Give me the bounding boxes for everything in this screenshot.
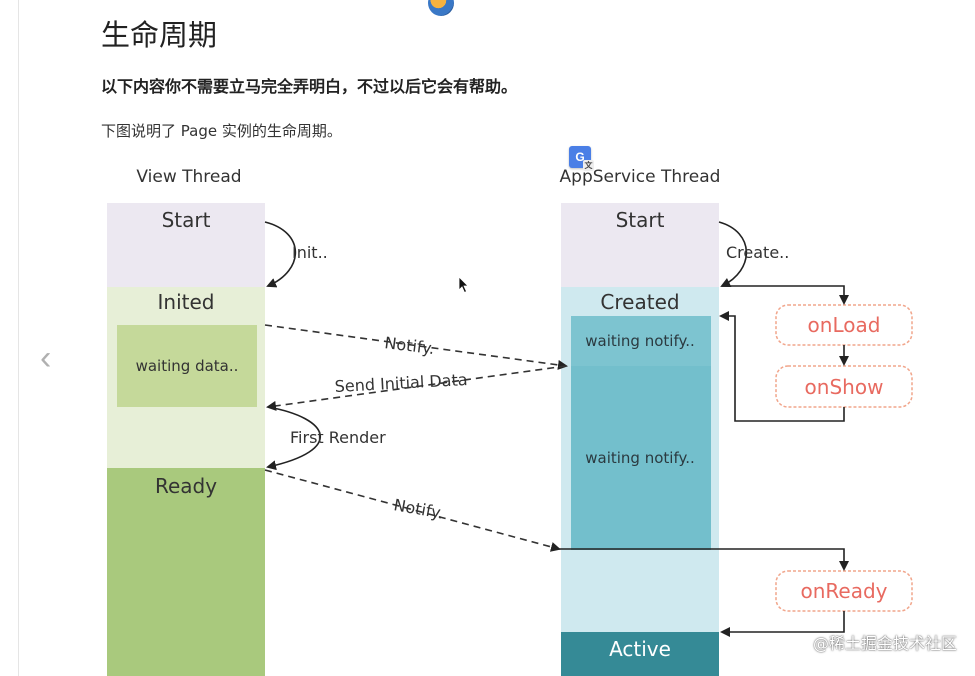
to-onload-arrow bbox=[722, 285, 849, 305]
mouse-pointer-icon bbox=[458, 276, 469, 294]
avatar-icon[interactable] bbox=[428, 0, 454, 16]
view-waiting-state bbox=[117, 325, 257, 407]
onready-label: onReady bbox=[800, 579, 887, 603]
onload-label: onLoad bbox=[808, 313, 881, 337]
app-active-label: Active bbox=[609, 637, 671, 661]
notify-arrow-1 bbox=[264, 324, 568, 370]
first-render-label: First Render bbox=[290, 428, 386, 447]
init-arrow bbox=[264, 221, 297, 288]
app-created-label: Created bbox=[600, 290, 679, 314]
view-waiting-label: waiting data.. bbox=[136, 357, 239, 375]
app-waiting-label-2: waiting notify.. bbox=[585, 449, 695, 467]
chevron-left-icon[interactable]: ‹ bbox=[40, 339, 52, 377]
intro-text: 下图说明了 Page 实例的生命周期。 bbox=[101, 122, 342, 140]
send-initial-data-label: Send Initial Data bbox=[334, 370, 468, 396]
view-start-label: Start bbox=[162, 208, 211, 232]
app-waiting-label-1: waiting notify.. bbox=[585, 332, 695, 350]
view-ready-state bbox=[107, 468, 265, 676]
onshow-label: onShow bbox=[805, 375, 884, 399]
notify-arrow-2 bbox=[264, 469, 561, 552]
notify-label-1: Notify. bbox=[384, 333, 436, 358]
app-start-label: Start bbox=[616, 208, 665, 232]
page-title: 生命周期 bbox=[101, 18, 218, 52]
app-waiting-state-2 bbox=[571, 366, 711, 550]
onready-return-arrow bbox=[720, 611, 845, 637]
appservice-thread-label: AppService Thread bbox=[560, 167, 721, 187]
view-thread-label: View Thread bbox=[136, 167, 241, 187]
to-onready-arrow bbox=[559, 548, 849, 571]
view-ready-label: Ready bbox=[155, 474, 217, 498]
send-initial-data-arrow bbox=[266, 365, 567, 411]
watermark: @稀土掘金技术社区 bbox=[812, 634, 957, 653]
first-render-arrow bbox=[266, 406, 321, 471]
intro-bold-text: 以下内容你不需要立马完全弄明白，不过以后它会有帮助。 bbox=[101, 77, 518, 96]
content-left-border bbox=[18, 0, 19, 676]
app-start-state bbox=[561, 203, 719, 287]
app-waiting-state-1 bbox=[571, 316, 711, 366]
create-label: Create.. bbox=[726, 243, 789, 262]
notify-label-2: Notify. bbox=[392, 495, 445, 522]
create-arrow bbox=[718, 221, 748, 288]
view-inited-label: Inited bbox=[158, 290, 215, 314]
app-active-state bbox=[561, 632, 719, 676]
view-start-state bbox=[107, 203, 265, 287]
onshow-return-arrow bbox=[719, 311, 845, 422]
init-label: Init.. bbox=[292, 243, 328, 262]
